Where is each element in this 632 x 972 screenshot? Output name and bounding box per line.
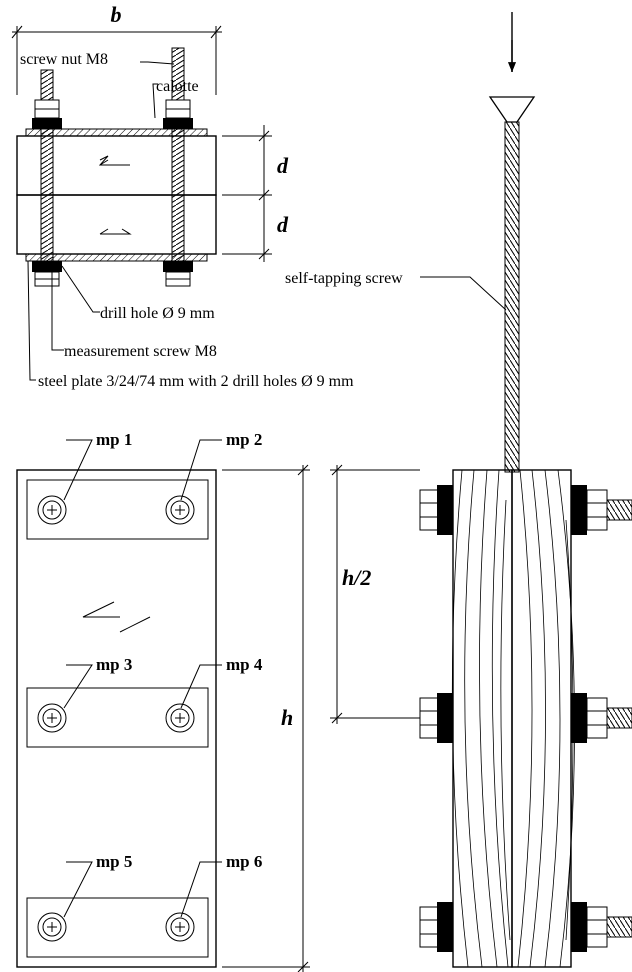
wood-grain [451,469,575,968]
label-drill-hole: drill hole Ø 9 mm [100,305,215,322]
steel-plate-top-front [26,479,209,540]
mp-3-label: mp 3 [96,655,132,674]
timber-member-right [511,469,572,968]
self-tapping-screw: self-tapping screw [285,12,536,473]
shear-arrow-upper [98,155,130,166]
measurement-screw-left [32,69,62,287]
mp-6-label: mp 6 [226,852,262,871]
measuring-point-6: mp 6 [165,852,262,942]
dimension-h-half: h/2 [330,464,420,724]
measuring-point-3: mp 3 [37,655,132,733]
measurement-screw-right [163,47,193,287]
shear-arrow-front [82,601,151,633]
dimension-d-bottom-label: d [277,212,289,237]
specimen-outline [16,469,217,968]
mp-2-label: mp 2 [226,430,262,449]
dimension-h: h [222,464,310,972]
measuring-point-2: mp 2 [165,430,262,525]
mp-1-label: mp 1 [96,430,132,449]
section-view: b [11,2,507,390]
steel-plate-middle-front [26,687,209,748]
bolt-left-middle [419,693,453,743]
bolt-right-bottom [571,902,632,952]
dimension-d-top-label: d [277,153,289,178]
front-view: mp 1 mp 2 mp 3 mp 4 mp 5 [16,430,310,972]
label-calotte: calotte [156,78,199,95]
label-measurement-screw: measurement screw M8 [64,343,217,360]
bolt-left-top [419,485,453,535]
label-self-tapping-screw: self-tapping screw [285,270,403,287]
measuring-point-4: mp 4 [165,655,263,733]
bolt-right-top [571,485,632,535]
measuring-point-5: mp 5 [37,852,132,942]
bolt-right-middle [571,693,632,743]
label-steel-plate: steel plate 3/24/74 mm with 2 drill hole… [38,373,354,390]
leader-lines [27,61,507,381]
steel-plate-bottom-front [26,897,209,958]
dimension-h-half-label: h/2 [342,565,371,590]
steel-plate-top [25,128,208,137]
dimension-d: d d [222,125,289,262]
dimension-h-label: h [281,705,293,730]
dimension-b: b [11,2,222,95]
label-screw-nut: screw nut M8 [20,51,108,68]
side-view: h/2 [330,464,632,968]
measuring-point-1: mp 1 [37,430,132,525]
steel-plate-bottom [25,253,208,262]
shear-arrow-lower [99,228,132,235]
bolt-left-bottom [419,902,453,952]
dimension-b-label: b [111,2,122,27]
mp-5-label: mp 5 [96,852,132,871]
mp-4-label: mp 4 [226,655,263,674]
